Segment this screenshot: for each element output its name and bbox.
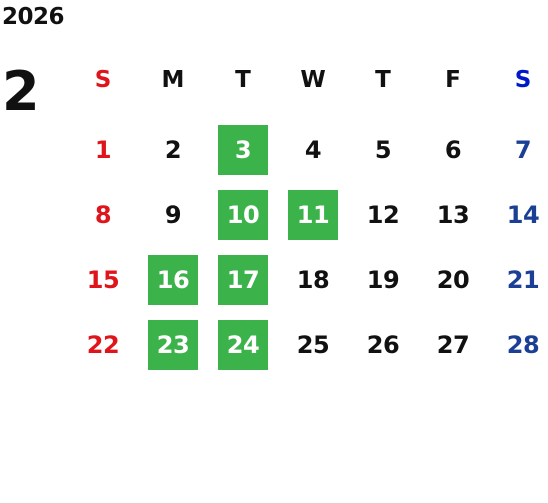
day-number: 26 — [366, 331, 400, 359]
day-number: 9 — [164, 201, 182, 229]
day-number: 16 — [148, 255, 198, 305]
day-number: 6 — [444, 136, 462, 164]
calendar-day[interactable]: 2 — [138, 120, 208, 180]
day-number: 14 — [506, 201, 540, 229]
calendar-day[interactable]: 13 — [418, 185, 488, 245]
calendar-day[interactable]: 25 — [278, 315, 348, 375]
calendar-year: 2026 — [2, 4, 65, 30]
day-number: 21 — [506, 266, 540, 294]
weekday-header-thu: T — [375, 67, 391, 93]
day-number: 17 — [218, 255, 268, 305]
calendar-day[interactable]: 15 — [68, 250, 138, 310]
calendar-day[interactable]: 1 — [68, 120, 138, 180]
calendar-day-highlighted[interactable]: 11 — [278, 185, 348, 245]
calendar-day[interactable]: 18 — [278, 250, 348, 310]
day-number: 15 — [86, 266, 120, 294]
day-number: 24 — [218, 320, 268, 370]
day-number: 10 — [218, 190, 268, 240]
calendar-month: 2 — [2, 60, 40, 123]
calendar-day[interactable]: 20 — [418, 250, 488, 310]
calendar-day-highlighted[interactable]: 24 — [208, 315, 278, 375]
day-number: 22 — [86, 331, 120, 359]
weekday-header-sun: S — [94, 67, 112, 93]
weekday-header-sat: S — [514, 67, 532, 93]
day-number: 8 — [94, 201, 112, 229]
day-number: 7 — [514, 136, 532, 164]
weekday-header-wed: W — [300, 67, 326, 93]
weekday-header-fri: F — [445, 67, 461, 93]
weekday-header-tue: T — [235, 67, 251, 93]
day-number: 5 — [374, 136, 392, 164]
calendar-day[interactable]: 21 — [488, 250, 548, 310]
day-number: 13 — [436, 201, 470, 229]
calendar-day[interactable]: 14 — [488, 185, 548, 245]
calendar-day[interactable]: 28 — [488, 315, 548, 375]
calendar-day[interactable]: 19 — [348, 250, 418, 310]
calendar-day[interactable]: 26 — [348, 315, 418, 375]
day-number: 12 — [366, 201, 400, 229]
calendar-day-highlighted[interactable]: 17 — [208, 250, 278, 310]
day-number: 3 — [218, 125, 268, 175]
day-number: 18 — [296, 266, 330, 294]
day-number: 20 — [436, 266, 470, 294]
calendar-day[interactable]: 5 — [348, 120, 418, 180]
calendar-day[interactable]: 8 — [68, 185, 138, 245]
calendar-day[interactable]: 6 — [418, 120, 488, 180]
day-number: 25 — [296, 331, 330, 359]
day-number: 28 — [506, 331, 540, 359]
calendar-day[interactable]: 27 — [418, 315, 488, 375]
calendar-day[interactable]: 12 — [348, 185, 418, 245]
day-number: 23 — [148, 320, 198, 370]
day-number: 2 — [164, 136, 182, 164]
calendar-day-highlighted[interactable]: 3 — [208, 120, 278, 180]
calendar-day[interactable]: 9 — [138, 185, 208, 245]
day-number: 27 — [436, 331, 470, 359]
day-number: 4 — [304, 136, 322, 164]
calendar-day-highlighted[interactable]: 16 — [138, 250, 208, 310]
calendar-day-highlighted[interactable]: 10 — [208, 185, 278, 245]
weekday-header-mon: M — [161, 67, 185, 93]
day-number: 1 — [94, 136, 112, 164]
calendar-day-highlighted[interactable]: 23 — [138, 315, 208, 375]
calendar-day[interactable]: 4 — [278, 120, 348, 180]
calendar-day[interactable]: 7 — [488, 120, 548, 180]
day-number: 11 — [288, 190, 338, 240]
calendar-day[interactable]: 22 — [68, 315, 138, 375]
day-number: 19 — [366, 266, 400, 294]
